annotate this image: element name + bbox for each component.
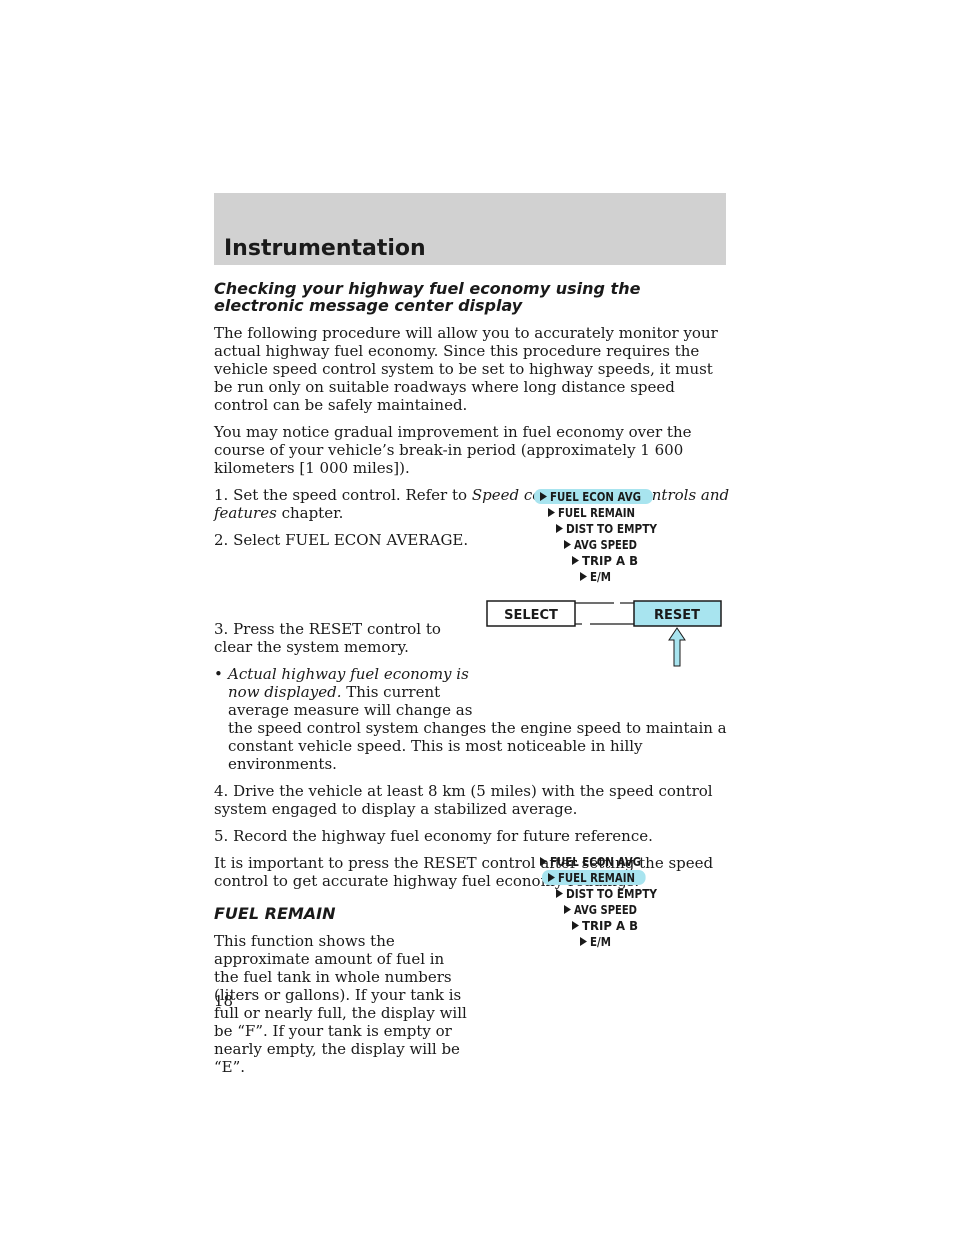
menu-item-highlight (534, 489, 653, 504)
menu-item-label: DIST TO EMPTY (566, 522, 657, 536)
pointer-arrow-icon (668, 627, 686, 667)
menu-diagram-1-svg: FUEL ECON AVG FUEL REMAIN DIST TO EMPTY AVG… (534, 489, 657, 584)
section-header: Instrumentation (214, 193, 726, 265)
menu-item-label: E/M (590, 570, 611, 584)
section-title: Instrumentation (224, 236, 426, 261)
menu-item-label: AVG SPEED (574, 903, 637, 917)
menu-item-label: FUEL ECON AVG (550, 855, 641, 869)
select-button-shape (486, 600, 576, 627)
intro-paragraph: The following procedure will allow you t… (214, 324, 718, 414)
triangle-right-icon (564, 905, 571, 914)
menu-diagram-2-svg: FUEL ECON AVG FUEL REMAIN DIST TO EMPTY AVG… (540, 855, 657, 949)
triangle-right-icon (556, 524, 563, 533)
menu-item-label: FUEL REMAIN (558, 871, 635, 885)
fuel-remain-paragraph: This function shows the approximate amou… (214, 932, 467, 1076)
procedure-subheading: Checking your highway fuel economy using… (214, 279, 641, 315)
step-2: 2. Select FUEL ECON AVERAGE. (214, 531, 469, 549)
triangle-right-icon (540, 857, 547, 866)
page-content: Checking your highway fuel economy using… (214, 280, 730, 1085)
bullet-text: This current average measure will change… (228, 683, 473, 719)
menu-item-label: FUEL ECON AVG (550, 490, 641, 504)
step-1-text: 1. Set the speed control. Refer to (214, 486, 472, 504)
triangle-right-icon (580, 937, 587, 946)
menu-item-label: AVG SPEED (574, 538, 637, 552)
triangle-right-icon (564, 540, 571, 549)
menu-item-label: E/M (590, 935, 611, 949)
bullet-italic: Actual highway fuel economy is now displ… (228, 665, 469, 701)
bullet-dot-icon: • (214, 665, 223, 683)
bullet-continuation: the speed control system changes the eng… (228, 719, 727, 773)
menu-item-label: FUEL REMAIN (558, 506, 635, 520)
triangle-right-icon (580, 572, 587, 581)
step-3: 3. Press the RESET control to clear the … (214, 620, 441, 656)
break-in-paragraph: You may notice gradual improvement in fu… (214, 423, 692, 477)
menu-diagram-fuel-econ: FUEL ECON AVG FUEL REMAIN DIST TO EMPTY AVG… (530, 487, 690, 587)
triangle-right-icon (572, 921, 579, 930)
step-5: 5. Record the highway fuel economy for f… (214, 827, 653, 845)
step-1-text-3: chapter. (276, 504, 344, 522)
menu-item-label: DIST TO EMPTY (566, 887, 657, 901)
triangle-right-icon (572, 556, 579, 565)
triangle-right-icon (540, 492, 547, 501)
reset-button-shape (633, 600, 722, 627)
triangle-right-icon (548, 873, 555, 882)
menu-diagram-fuel-remain: FUEL ECON AVG FUEL REMAIN DIST TO EMPTY AVG… (530, 852, 690, 952)
buttons-svg: SELECT RESET (486, 600, 722, 667)
reset-button-label: RESET (654, 608, 700, 623)
page-number: 18 (214, 992, 234, 1010)
chapter-ref: Controls and features (214, 486, 730, 522)
triangle-right-icon (548, 508, 555, 517)
step-4: 4. Drive the vehicle at least 8 km (5 mi… (214, 782, 713, 818)
menu-item-label: TRIP A B (582, 554, 638, 568)
menu-item-highlight (542, 870, 646, 885)
fuel-remain-heading: FUEL REMAIN (214, 904, 336, 923)
select-button-label: SELECT (504, 608, 558, 623)
triangle-right-icon (556, 889, 563, 898)
bullet-item: • Actual highway fuel economy is now disp… (214, 665, 478, 719)
control-buttons-diagram: SELECT RESET (486, 596, 726, 674)
menu-item-label: TRIP A B (582, 919, 638, 933)
reset-note: It is important to press the RESET contr… (214, 854, 714, 890)
